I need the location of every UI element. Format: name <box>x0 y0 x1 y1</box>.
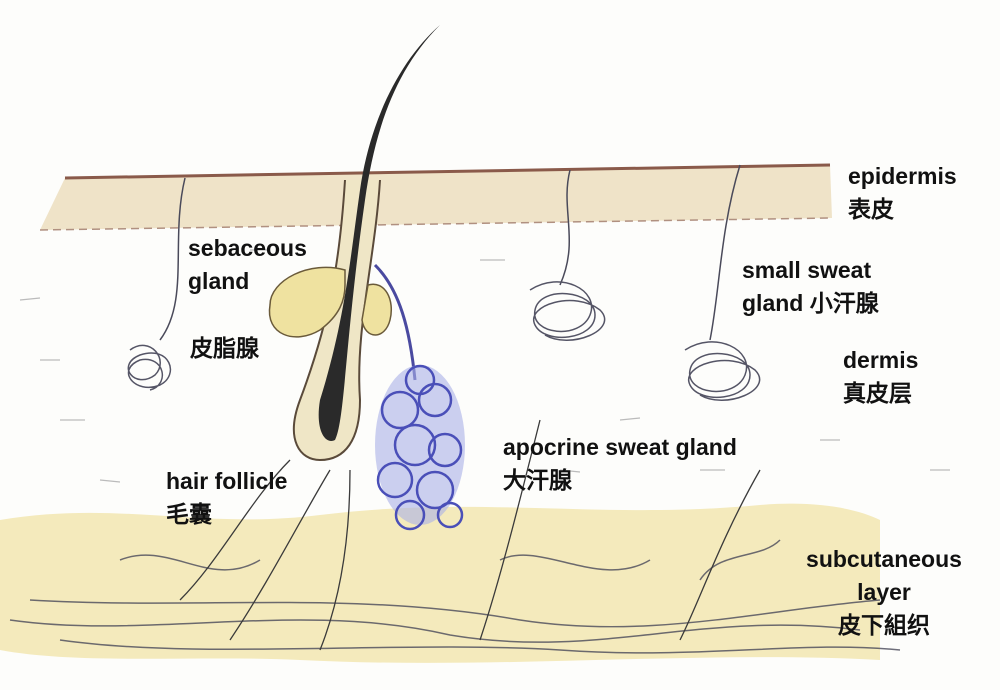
label-hair-follicle: hair follicle 毛囊 <box>166 468 288 527</box>
epidermis-layer <box>40 165 832 230</box>
label-epidermis: epidermis 表皮 <box>848 163 957 222</box>
hair-shaft <box>318 25 440 441</box>
small-sweat-gland-coils <box>127 281 761 401</box>
label-sebaceous-gland-zh: 皮脂腺 <box>190 335 259 361</box>
subcutaneous-layer <box>0 503 880 663</box>
label-sebaceous-gland: sebaceous gland <box>188 235 307 294</box>
label-dermis: dermis 真皮层 <box>843 347 919 406</box>
apocrine-sweat-gland <box>375 364 465 531</box>
label-small-sweat-gland: small sweat gland 小汗腺 <box>742 257 879 316</box>
sebaceous-gland <box>268 266 392 338</box>
subcutaneous-fibers <box>9 539 901 654</box>
label-subcutaneous-layer: subcutaneous layer 皮下組织 <box>806 546 962 638</box>
label-apocrine-sweat-gland: apocrine sweat gland 大汗腺 <box>503 434 737 493</box>
